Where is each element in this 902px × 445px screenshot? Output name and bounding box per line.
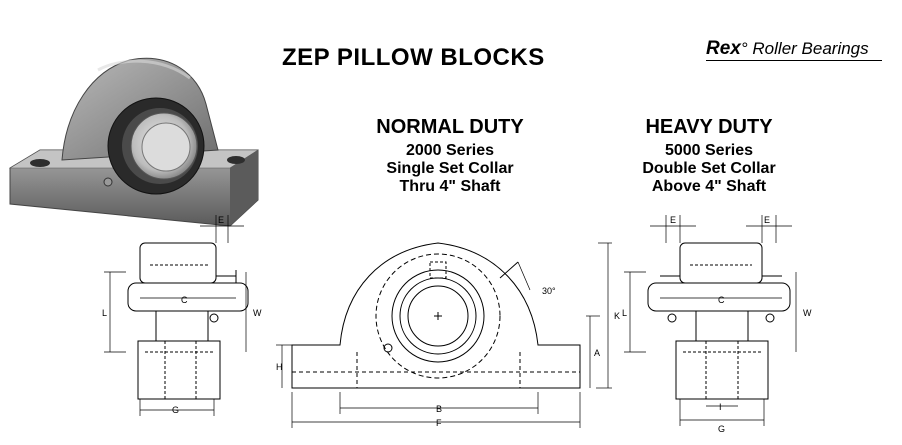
- normal-duty-collar: Single Set Collar: [386, 160, 514, 177]
- dim-label-l-right: L: [622, 308, 627, 318]
- brand-name: Rex: [706, 38, 741, 59]
- dim-label-l-left: L: [102, 308, 107, 318]
- dim-label-g-left: G: [172, 405, 179, 415]
- normal-duty-heading: NORMAL DUTY: [376, 116, 524, 138]
- normal-duty-shaft: Thru 4" Shaft: [399, 178, 501, 195]
- dim-label-e-right-1: E: [670, 215, 676, 225]
- dim-label-k: K: [614, 311, 620, 321]
- dim-label-i-right: I: [719, 402, 722, 412]
- brand-mark: °: [740, 39, 748, 58]
- dim-label-a: A: [594, 348, 600, 358]
- page-title: ZEP PILLOW BLOCKS: [282, 44, 545, 71]
- brand-tagline: Roller Bearings: [752, 39, 869, 58]
- normal-duty-series: 2000 Series: [405, 142, 495, 159]
- dim-label-c-left: C: [181, 295, 188, 305]
- dim-label-e-left: E: [218, 215, 224, 225]
- front-elevation-view: [276, 242, 612, 428]
- dim-label-w-left: W: [253, 308, 262, 318]
- dim-label-angle: 30°: [542, 286, 556, 296]
- dim-label-g-right: G: [718, 424, 725, 434]
- brand-logo: Rex° Roller Bearings: [706, 38, 869, 60]
- normal-duty-block: NORMAL DUTY 2000 Series Single Set Colla…: [345, 116, 555, 196]
- normal-duty-side-view: [104, 215, 249, 416]
- dim-label-f: F: [436, 418, 442, 428]
- dim-label-h: H: [276, 362, 283, 372]
- pillow-block-photo: [8, 57, 260, 227]
- heavy-duty-side-view: [624, 215, 797, 426]
- heavy-duty-series: 5000 Series: [664, 142, 754, 159]
- heavy-duty-heading: HEAVY DUTY: [645, 116, 773, 138]
- heavy-duty-block: HEAVY DUTY 5000 Series Double Set Collar…: [604, 116, 814, 196]
- brand-underline: [706, 60, 882, 61]
- heavy-duty-shaft: Above 4" Shaft: [651, 178, 767, 195]
- dim-label-b: B: [436, 404, 442, 414]
- dim-label-c-right: C: [718, 295, 725, 305]
- heavy-duty-collar: Double Set Collar: [642, 160, 776, 177]
- dim-label-w-right: W: [803, 308, 812, 318]
- dim-label-e-right-2: E: [764, 215, 770, 225]
